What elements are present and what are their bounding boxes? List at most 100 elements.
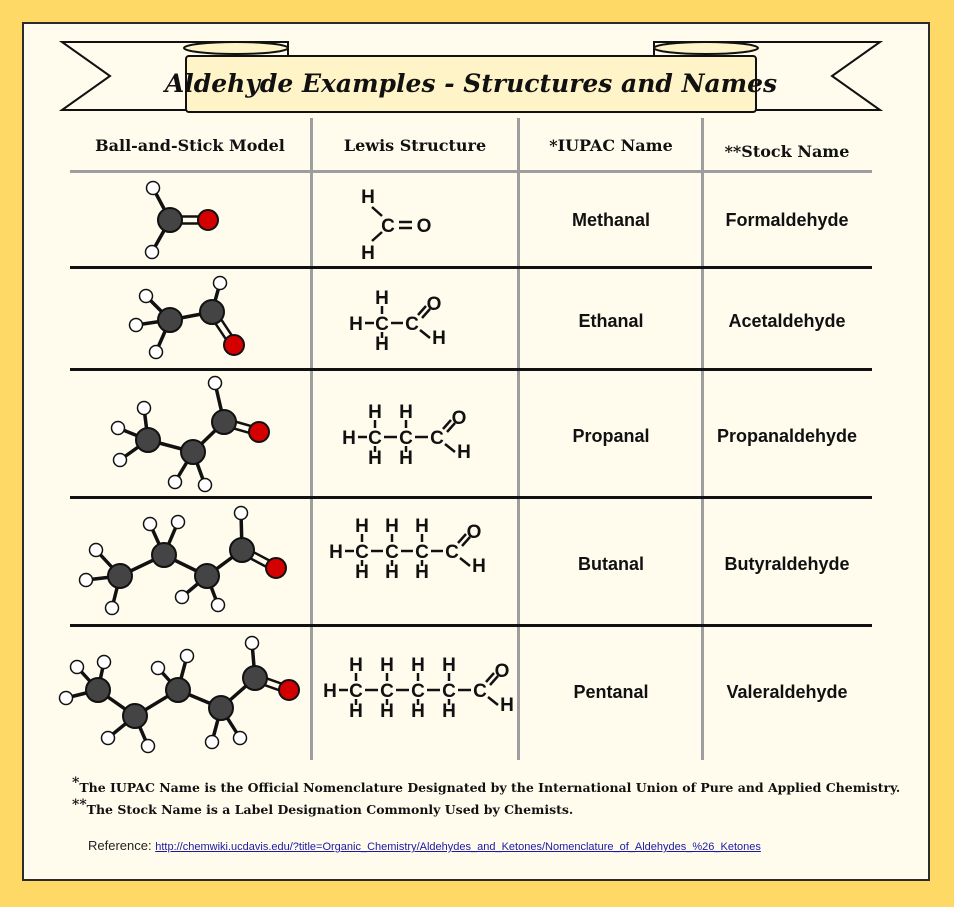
lewis-hydrogen: H (323, 681, 337, 702)
carbon-atom (199, 299, 225, 325)
column-divider (310, 118, 313, 760)
lewis-carbon: C (399, 428, 413, 449)
lewis-hydrogen: H (349, 701, 363, 722)
lewis-hydrogen: H (415, 562, 429, 583)
hydrogen-atom (145, 180, 161, 196)
carbon-atom (157, 207, 183, 233)
footnote-stock-mark: ** (72, 797, 87, 813)
lewis-carbon: C (442, 681, 456, 702)
hydrogen-atom (128, 317, 144, 333)
lewis-carbon: C (411, 681, 425, 702)
lewis-hydrogen: H (385, 516, 399, 537)
lewis-carbon: C (385, 542, 399, 563)
iupac-name-pentanal: Pentanal (573, 682, 649, 702)
footnote-stock-text: The Stock Name is a Label Designation Co… (86, 802, 574, 818)
stock-name-butyraldehyde: Butyraldehyde (724, 554, 850, 574)
ball-and-stick-model (78, 505, 287, 616)
hydrogen-atom (210, 597, 226, 613)
lewis-hydrogen: H (399, 402, 413, 423)
ball-and-stick-model (58, 635, 300, 754)
reference-label: Reference: (88, 838, 152, 853)
lewis-hydrogen: H (355, 562, 369, 583)
lewis-hydrogen: H (342, 428, 356, 449)
lewis-bond (371, 231, 383, 242)
header-iupac-name: *IUPAC Name (549, 136, 673, 155)
ball-and-stick-model (128, 275, 245, 360)
stock-name-propanaldehyde: Propanaldehyde (716, 426, 858, 446)
lewis-carbon: C (381, 216, 395, 237)
header-lewis-structure: Lewis Structure (343, 136, 487, 155)
header-divider (70, 170, 872, 173)
carbon-atom (135, 427, 161, 453)
hydrogen-atom (144, 244, 160, 260)
footnote-stock: **The Stock Name is a Label Designation … (72, 797, 573, 817)
lewis-carbon: C (473, 681, 487, 702)
iupac-name-propanal: Propanal (572, 426, 650, 446)
hydrogen-atom (148, 344, 164, 360)
lewis-double-bond (489, 675, 499, 686)
title-banner: Aldehyde Examples - Structures and Names (58, 41, 884, 113)
lewis-double-bond (457, 533, 467, 544)
lewis-bond (487, 696, 499, 706)
lewis-hydrogen: H (432, 328, 446, 349)
footnote-iupac: *The IUPAC Name is the Official Nomencla… (72, 775, 900, 795)
carbon-atom (180, 439, 206, 465)
hydrogen-atom (174, 589, 190, 605)
oxygen-atom (197, 209, 219, 231)
lewis-carbon: C (430, 428, 444, 449)
lewis-hydrogen: H (399, 448, 413, 469)
hydrogen-atom (170, 514, 186, 530)
hydrogen-atom (96, 654, 112, 670)
carbon-atom (157, 307, 183, 333)
hydrogen-atom (207, 375, 223, 391)
row-divider (70, 496, 872, 499)
reference-line: Reference: http://chemwiki.ucdavis.edu/?… (88, 838, 761, 853)
hydrogen-atom (110, 420, 126, 436)
row-divider (70, 266, 872, 269)
lewis-hydrogen: H (361, 187, 375, 208)
lewis-hydrogen: H (472, 556, 486, 577)
footnote-iupac-text: The IUPAC Name is the Official Nomenclat… (79, 780, 901, 796)
lewis-carbon: C (380, 681, 394, 702)
iupac-name-butanal: Butanal (577, 554, 644, 574)
hydrogen-atom (112, 452, 128, 468)
lewis-hydrogen: H (415, 516, 429, 537)
lewis-bond (371, 206, 383, 217)
iupac-name-methanal: Methanal (571, 210, 650, 230)
oxygen-atom (248, 421, 270, 443)
hydrogen-atom (150, 660, 166, 676)
lewis-carbon: C (405, 314, 419, 335)
lewis-carbon: C (375, 314, 389, 335)
lewis-double-bond (421, 308, 431, 319)
ball-and-stick-models (58, 180, 300, 754)
hydrogen-atom (197, 477, 213, 493)
hydrogen-atom (167, 474, 183, 490)
lewis-carbon: C (355, 542, 369, 563)
lewis-double-bond (461, 536, 471, 547)
carbon-atom (165, 677, 191, 703)
carbon-atom (151, 542, 177, 568)
carbon-atom (242, 665, 268, 691)
lewis-carbon: C (349, 681, 363, 702)
hydrogen-atom (78, 572, 94, 588)
hydrogen-atom (138, 288, 154, 304)
hydrogen-atom (204, 734, 220, 750)
hydrogen-atom (88, 542, 104, 558)
stock-name-acetaldehyde: Acetaldehyde (728, 311, 846, 331)
iupac-name-ethanal: Ethanal (578, 311, 644, 331)
lewis-hydrogen: H (368, 448, 382, 469)
lewis-hydrogen: H (355, 516, 369, 537)
column-divider (701, 118, 704, 760)
lewis-hydrogen: H (442, 655, 456, 676)
hydrogen-atom (179, 648, 195, 664)
lewis-hydrogen: H (368, 402, 382, 423)
lewis-hydrogen: H (329, 542, 343, 563)
lewis-hydrogen: H (457, 442, 471, 463)
hydrogen-atom (232, 730, 248, 746)
lewis-carbon: C (445, 542, 459, 563)
column-divider (517, 118, 520, 760)
hydrogen-atom (142, 516, 158, 532)
reference-link[interactable]: http://chemwiki.ucdavis.edu/?title=Organ… (155, 841, 761, 853)
